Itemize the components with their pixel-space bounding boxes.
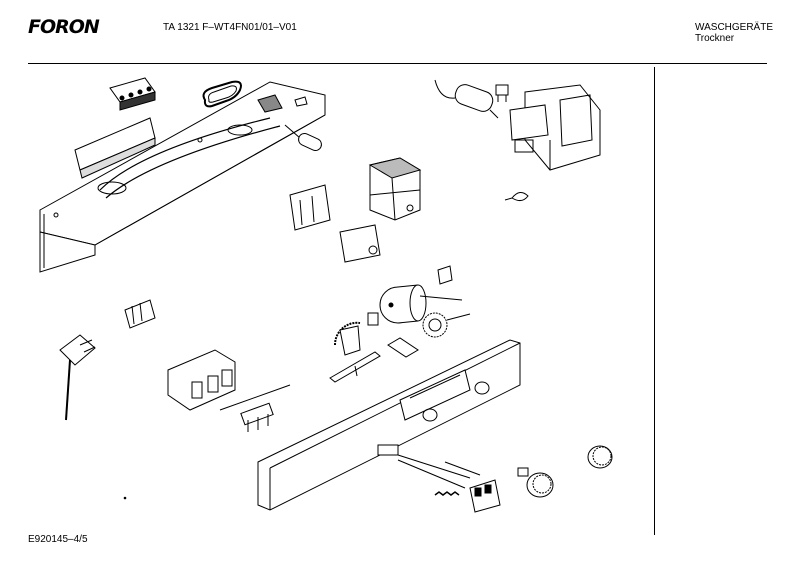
knob-insert (517, 467, 529, 477)
control-module-housing (509, 84, 601, 171)
mains-plug (59, 334, 96, 421)
temperature-knob (526, 472, 554, 498)
slider-bar (329, 351, 381, 383)
control-panel-frame (39, 81, 326, 273)
header-divider (28, 63, 767, 64)
motor-capacitor (434, 79, 499, 119)
model-code: TA 1321 F–WT4FN01/01–V01 (163, 22, 297, 33)
selector-switch (339, 224, 381, 263)
programme-knob (587, 445, 613, 469)
pushbutton-set (397, 454, 501, 513)
terminal-strip-top (109, 77, 156, 111)
category-line-2: Trockner (695, 33, 735, 44)
clip (437, 265, 453, 285)
switch-lever (367, 312, 379, 326)
fascia-panel (257, 339, 521, 511)
small-connector-top (495, 84, 509, 102)
side-divider (654, 67, 655, 535)
drawing-number: E920145–4/5 (28, 534, 88, 545)
switch-block (167, 349, 236, 411)
switch-bracket (289, 184, 331, 231)
category-line-1: WASCHGERÄTE (695, 22, 773, 33)
gear-wheel (422, 312, 471, 338)
program-timer (368, 157, 422, 221)
sensor-cable (504, 192, 529, 202)
connector-block (124, 299, 156, 329)
cam-disc (333, 321, 361, 356)
oval-gasket (202, 80, 242, 108)
timer-motor (379, 284, 463, 324)
suppressor-capacitor (284, 124, 322, 152)
appliance-category: WASCHGERÄTE Trockner (695, 22, 773, 44)
push-rod (387, 337, 419, 358)
indicator-lamps (219, 384, 291, 432)
brand-logo: FORON (28, 16, 100, 38)
